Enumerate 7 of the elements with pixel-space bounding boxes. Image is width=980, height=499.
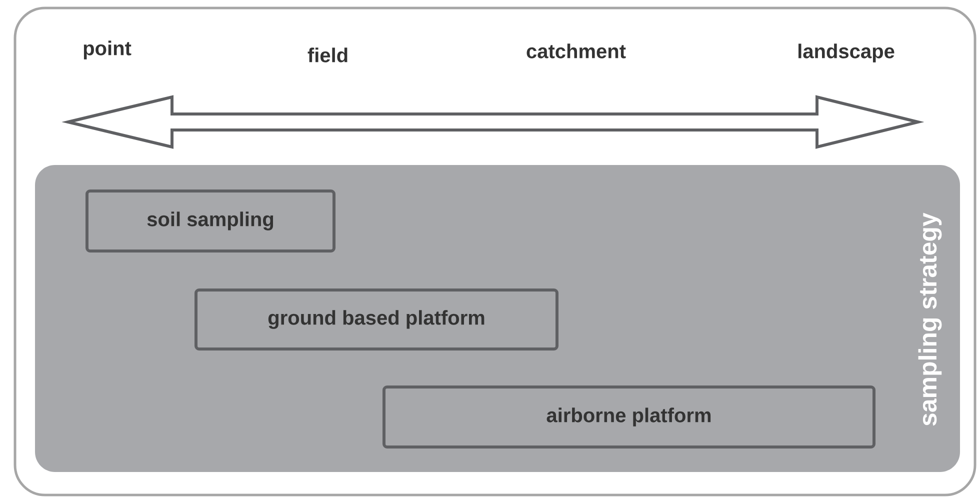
scale-label: landscape: [798, 44, 894, 62]
scale-label: field: [308, 48, 348, 62]
method-box: soil sampling: [86, 190, 336, 252]
scale-label: point: [84, 40, 132, 60]
scale-label: catchment: [526, 44, 626, 58]
method-box: airborne platform: [382, 386, 876, 448]
method-box: ground based platform: [194, 288, 558, 350]
